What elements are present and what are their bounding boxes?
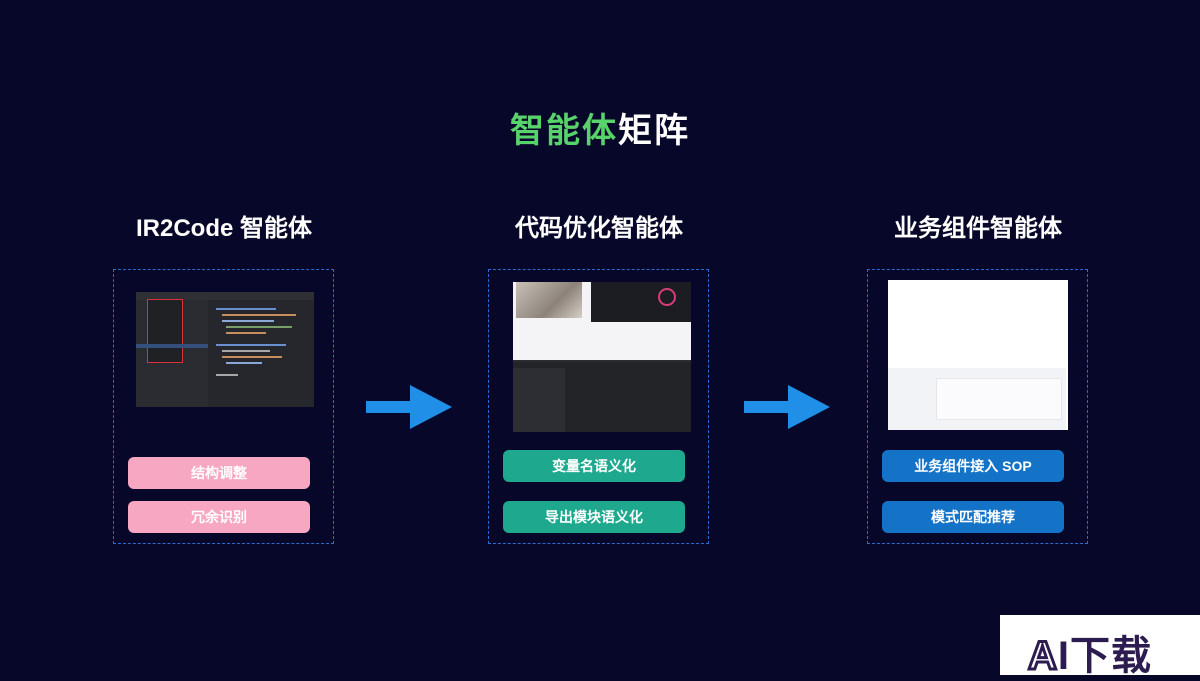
pattern-match-button[interactable]: 模式匹配推荐 [882, 501, 1064, 533]
column-title-business-component: 业务组件智能体 [894, 215, 1062, 242]
watermark-logo: AI下载 [1000, 615, 1200, 680]
panel-business-component: 业务组件接入 SOP 模式匹配推荐 [867, 269, 1088, 544]
column-title-code-optimize: 代码优化智能体 [515, 215, 683, 242]
form-screenshot [888, 280, 1068, 430]
arrow-right-icon-2 [744, 385, 830, 429]
profile-code-screenshot [513, 282, 691, 432]
redundancy-detect-button[interactable]: 冗余识别 [128, 501, 310, 533]
export-module-naming-button[interactable]: 导出模块语义化 [503, 501, 685, 533]
page-title-highlight: 智能体 [510, 112, 618, 150]
page-title: 智能体矩阵 [0, 103, 1200, 152]
code-editor-screenshot [136, 292, 314, 407]
watermark-rest: I下载 [1057, 634, 1153, 678]
panel-ir2code: 结构调整 冗余识别 [113, 269, 334, 544]
watermark-letter-a: A [1027, 633, 1059, 680]
arrow-right-icon [366, 385, 452, 429]
structure-adjust-button[interactable]: 结构调整 [128, 457, 310, 489]
column-title-ir2code: IR2Code 智能体 [135, 215, 312, 242]
page-title-rest: 矩阵 [618, 112, 690, 150]
component-sop-button[interactable]: 业务组件接入 SOP [882, 450, 1064, 482]
variable-naming-button[interactable]: 变量名语义化 [503, 450, 685, 482]
panel-code-optimize: 变量名语义化 导出模块语义化 [488, 269, 709, 544]
